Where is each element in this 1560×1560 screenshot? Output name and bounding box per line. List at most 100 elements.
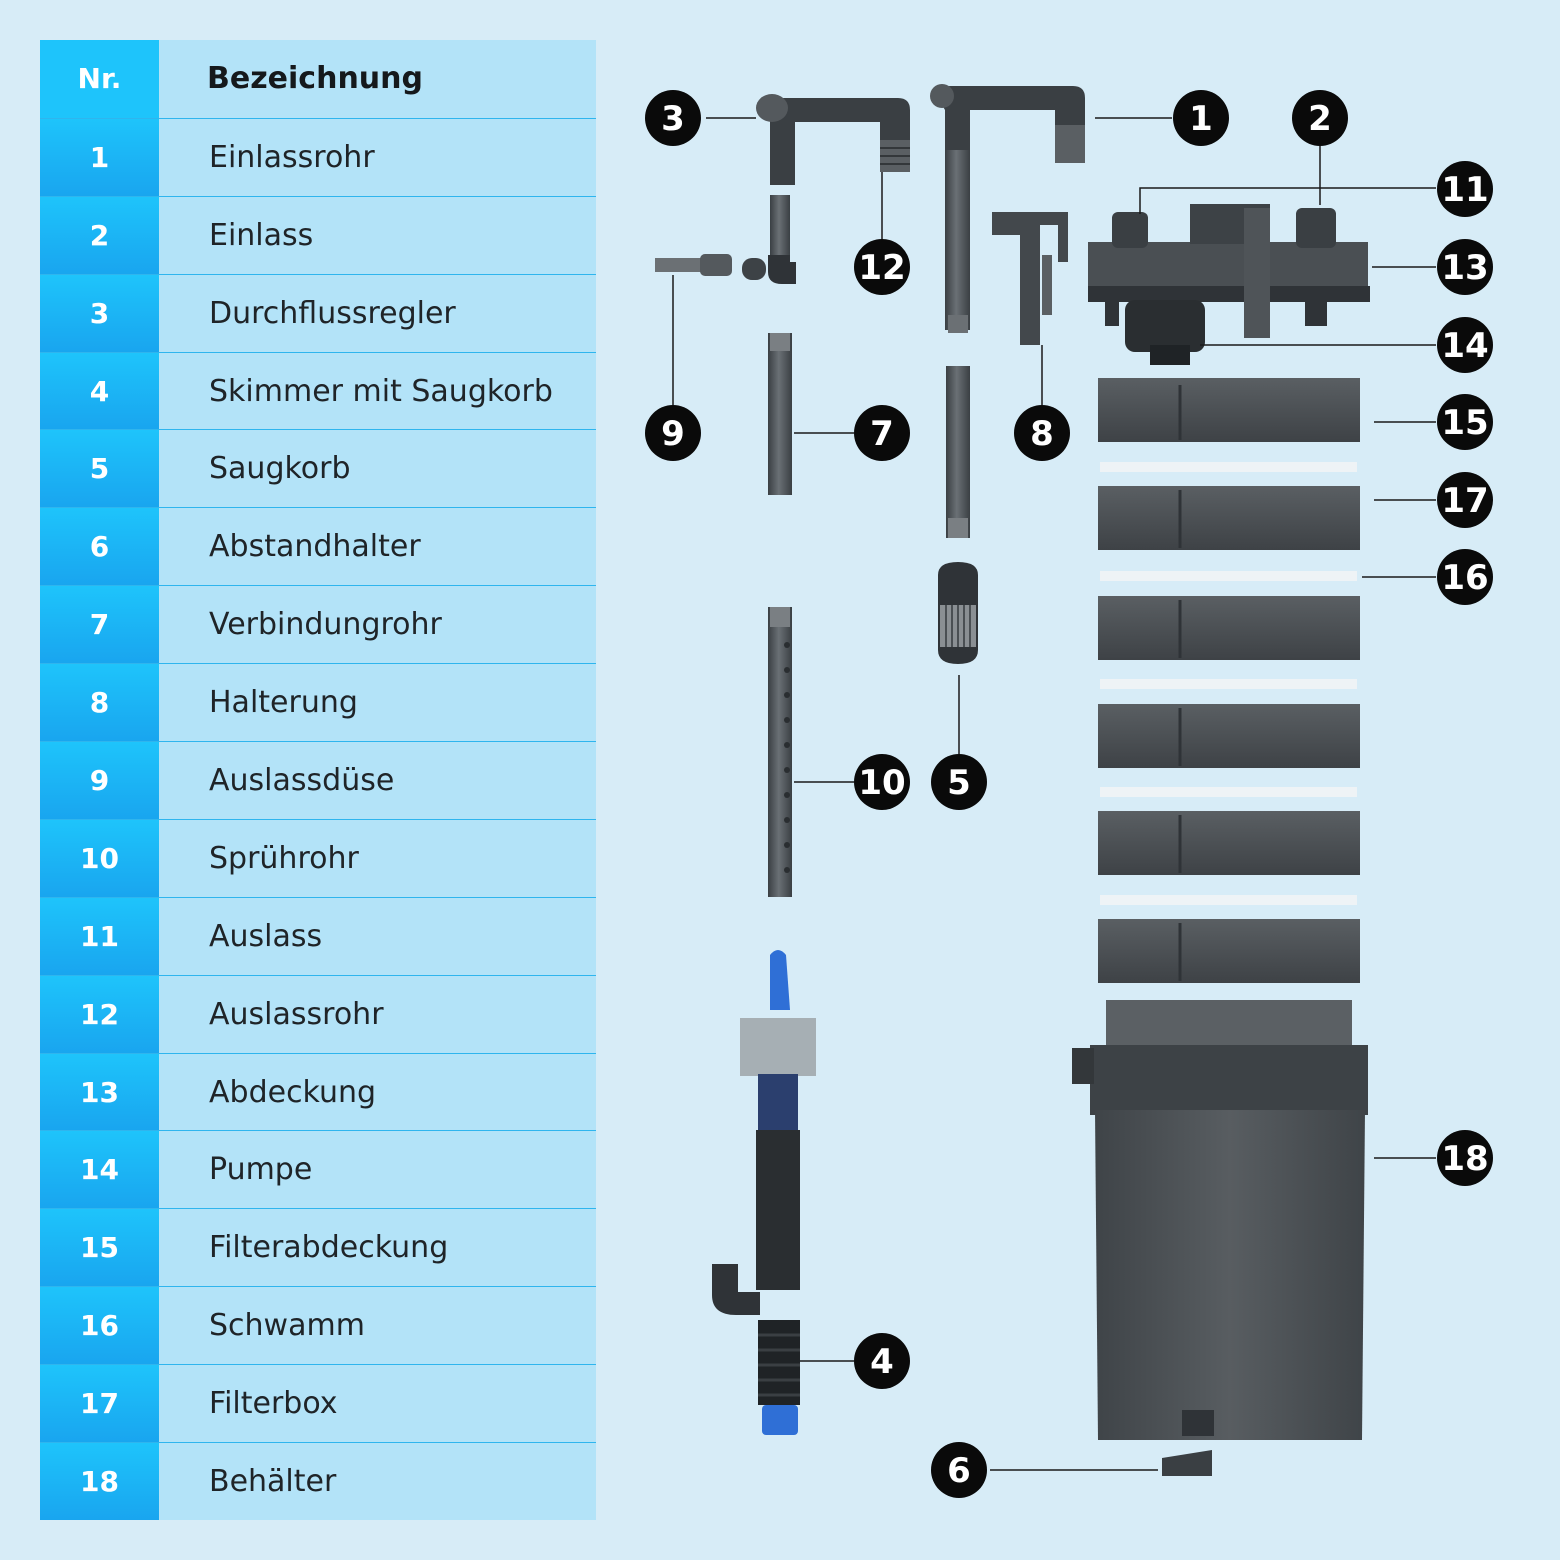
row-nr: 8 xyxy=(40,664,159,742)
outlet-pipe-part xyxy=(742,195,796,284)
row-name: Schwamm xyxy=(159,1287,596,1365)
filter-box-part xyxy=(1098,596,1360,660)
row-nr: 6 xyxy=(40,508,159,586)
callout-badge: 4 xyxy=(854,1333,910,1389)
callout-badge: 17 xyxy=(1437,472,1493,528)
container-part xyxy=(1072,1000,1368,1440)
callout-number: 10 xyxy=(858,763,905,803)
filter-box-part xyxy=(1098,919,1360,983)
row-nr: 18 xyxy=(40,1443,159,1520)
sponge-part xyxy=(1100,895,1357,905)
callout-number: 17 xyxy=(1441,481,1488,521)
inlet-extension-tube-part xyxy=(946,366,970,538)
row-name: Durchflussregler xyxy=(159,274,596,352)
row-nr: 11 xyxy=(40,897,159,975)
connecting-tube-part xyxy=(768,333,792,495)
callout-badges: 1 2 3 4 5 6 7 8 9 10 11 12 13 14 15 16 1… xyxy=(645,90,1493,1498)
table-header: Nr. Bezeichnung xyxy=(40,40,596,118)
row-name: Auslassdüse xyxy=(159,742,596,819)
holder-bracket-part xyxy=(992,212,1068,345)
callout-badge: 15 xyxy=(1437,394,1493,450)
row-name: Einlass xyxy=(159,196,596,274)
callout-badge: 13 xyxy=(1437,239,1493,295)
sponge-part xyxy=(1100,679,1357,689)
callout-badge: 8 xyxy=(1014,405,1070,461)
row-nr: 5 xyxy=(40,430,159,508)
outlet-nozzle-part xyxy=(655,254,732,276)
row-name: Abdeckung xyxy=(159,1053,596,1131)
row-name: Auslass xyxy=(159,897,596,975)
callout-number: 15 xyxy=(1441,403,1488,443)
callout-number: 8 xyxy=(1030,414,1054,454)
spray-bar-part xyxy=(768,607,792,897)
spacer-part xyxy=(1162,1450,1212,1476)
callout-number: 9 xyxy=(661,414,685,454)
skimmer-part xyxy=(712,950,816,1435)
row-nr: 4 xyxy=(40,352,159,430)
callout-badge: 5 xyxy=(931,754,987,810)
callout-number: 4 xyxy=(870,1342,894,1382)
callout-badge: 18 xyxy=(1437,1130,1493,1186)
row-nr: 14 xyxy=(40,1131,159,1209)
pump-cover-assembly-part xyxy=(1088,204,1370,365)
row-nr: 16 xyxy=(40,1287,159,1365)
header-name: Bezeichnung xyxy=(159,40,596,118)
row-name: Filterabdeckung xyxy=(159,1209,596,1287)
sponge-part xyxy=(1100,571,1357,581)
callout-number: 18 xyxy=(1441,1139,1488,1179)
sponge-part xyxy=(1100,462,1357,472)
flow-regulator-part xyxy=(756,94,910,185)
row-name: Sprührohr xyxy=(159,819,596,897)
row-name: Pumpe xyxy=(159,1131,596,1209)
callout-badge: 6 xyxy=(931,1442,987,1498)
row-name: Halterung xyxy=(159,664,596,742)
row-nr: 15 xyxy=(40,1209,159,1287)
callout-badge: 11 xyxy=(1437,161,1493,217)
row-nr: 1 xyxy=(40,118,159,196)
row-name: Filterbox xyxy=(159,1365,596,1443)
leader-lines xyxy=(672,117,1436,1471)
row-nr: 12 xyxy=(40,975,159,1053)
row-nr: 13 xyxy=(40,1053,159,1131)
header-nr: Nr. xyxy=(40,40,159,118)
callout-badge: 9 xyxy=(645,405,701,461)
callout-number: 12 xyxy=(858,248,905,288)
row-name: Einlassrohr xyxy=(159,118,596,196)
row-name: Saugkorb xyxy=(159,430,596,508)
filter-box-part xyxy=(1098,486,1360,550)
callout-number: 7 xyxy=(870,414,894,454)
row-nr: 7 xyxy=(40,586,159,664)
callout-number: 14 xyxy=(1441,326,1488,366)
callout-badge: 10 xyxy=(854,754,910,810)
callout-number: 11 xyxy=(1441,170,1488,210)
inlet-pipe-part xyxy=(930,84,1085,333)
callout-number: 5 xyxy=(947,763,971,803)
callout-number: 2 xyxy=(1308,99,1332,139)
row-nr: 17 xyxy=(40,1365,159,1443)
row-name: Behälter xyxy=(159,1443,596,1520)
callout-number: 3 xyxy=(661,99,685,139)
callout-badge: 7 xyxy=(854,405,910,461)
row-name: Skimmer mit Saugkorb xyxy=(159,352,596,430)
filter-cover-part xyxy=(1098,378,1360,442)
sponge-part xyxy=(1100,787,1357,797)
row-name: Verbindungrohr xyxy=(159,586,596,664)
row-nr: 3 xyxy=(40,274,159,352)
